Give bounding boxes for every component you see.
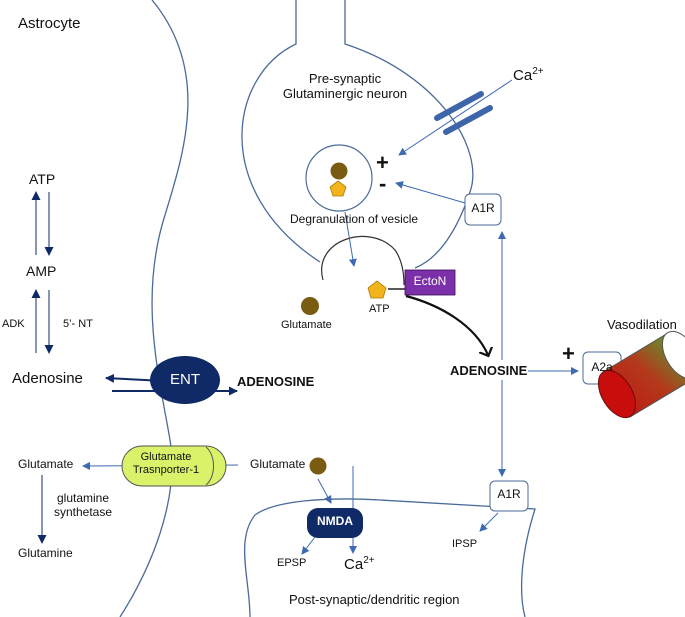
calcium-bottom-charge: 2+ <box>363 555 375 566</box>
a1r-to-ipsp-arrow <box>479 512 499 532</box>
glutamate-transporter <box>121 445 227 487</box>
a1r-top-label: A1R <box>471 201 495 215</box>
adk-label: ADK <box>2 318 25 330</box>
atp-to-adenosine-arrow <box>405 294 488 355</box>
amp-label: AMP <box>26 263 57 279</box>
nmda-to-epsp-arrow <box>301 536 316 555</box>
glutamate-astrocyte-label: Glutamate <box>18 457 74 471</box>
cleft-glutamate <box>309 457 327 475</box>
atp-label: ATP <box>29 171 56 187</box>
calcium-bottom-text: Ca <box>344 556 364 573</box>
astrocyte-label: Astrocyte <box>18 15 81 32</box>
adenosine-right-label: ADENOSINE <box>450 363 528 378</box>
five-nucleotidase-label: 5’- NT <box>63 318 93 330</box>
nmda-receptor <box>307 508 363 538</box>
presynaptic-label: Pre-synaptic Glutaminergic neuron <box>270 71 420 102</box>
glutamate-cleft-label: Glutamate <box>250 457 306 471</box>
glutamate-transporter-label: Glutamate Trasnporter-1 <box>122 451 210 476</box>
glutamate-vesicle-label: Glutamate <box>281 319 332 331</box>
calcium-top-charge: 2+ <box>532 66 544 77</box>
vesicle-release-arrow <box>344 211 357 267</box>
glutamate-transporter-line2: Trasnporter-1 <box>132 463 200 476</box>
vasodilation-label: Vasodilation <box>607 317 677 332</box>
a1r-inhibition-arrow <box>395 181 466 204</box>
a2a-label: A2a <box>591 360 613 374</box>
ectonucleotidase-box <box>404 269 456 296</box>
postsynaptic-label: Post-synaptic/dendritic region <box>289 592 460 607</box>
calcium-top-text: Ca <box>513 67 533 84</box>
adenosine-astrocyte-label: Adenosine <box>12 370 83 387</box>
presynaptic-membrane-right <box>344 0 474 269</box>
presynaptic-label-line1: Pre-synaptic <box>308 71 382 86</box>
inhibition-minus: - <box>379 171 387 196</box>
atp-in-vesicle <box>329 180 347 197</box>
released-atp <box>367 280 387 299</box>
a2a-plus: + <box>562 341 575 366</box>
adenosine-synapse-label: ADENOSINE <box>237 374 315 389</box>
blood-vessel <box>597 330 685 419</box>
epsp-label: EPSP <box>277 557 307 569</box>
glutamate-transporter-line1: Glutamate <box>140 451 192 463</box>
a1r-bottom-receptor <box>489 480 529 512</box>
glutamine-synthetase-line1: glutamine <box>56 491 110 505</box>
calcium-channel-bar <box>443 105 493 135</box>
a1r-bottom-label: A1R <box>497 487 521 501</box>
glutamine-synthetase-line2: synthetase <box>53 504 113 519</box>
ent-label: ENT <box>170 371 200 388</box>
released-glutamate <box>301 297 319 315</box>
facilitation-plus: + <box>376 150 389 175</box>
atp-vesicle-label: ATP <box>369 303 390 315</box>
glutamine-label: Glutamine <box>18 546 73 560</box>
glutamate-in-vesicle <box>330 162 348 180</box>
ipsp-label: IPSP <box>452 538 478 550</box>
calcium-bottom-label: Ca2+ <box>344 555 375 573</box>
nmda-label: NMDA <box>317 514 353 528</box>
glutamine-synthetase-label: glutamine synthetase <box>48 491 118 520</box>
astrocyte-membrane <box>119 0 189 617</box>
calcium-influx-arrow <box>398 79 513 156</box>
calcium-top-label: Ca2+ <box>513 66 544 84</box>
exocytosis-pocket <box>321 235 405 286</box>
ent-transporter <box>150 356 220 404</box>
postsynaptic-membrane <box>244 498 536 617</box>
presynaptic-label-line2: Glutaminergic neuron <box>282 85 408 101</box>
ectonucleotidase-label: EctoN <box>413 274 447 288</box>
a1r-top-receptor <box>464 193 502 226</box>
presynaptic-membrane <box>241 0 321 263</box>
degranulation-label: Degranulation of vesicle <box>290 212 419 226</box>
calcium-channel-bar <box>434 91 484 121</box>
